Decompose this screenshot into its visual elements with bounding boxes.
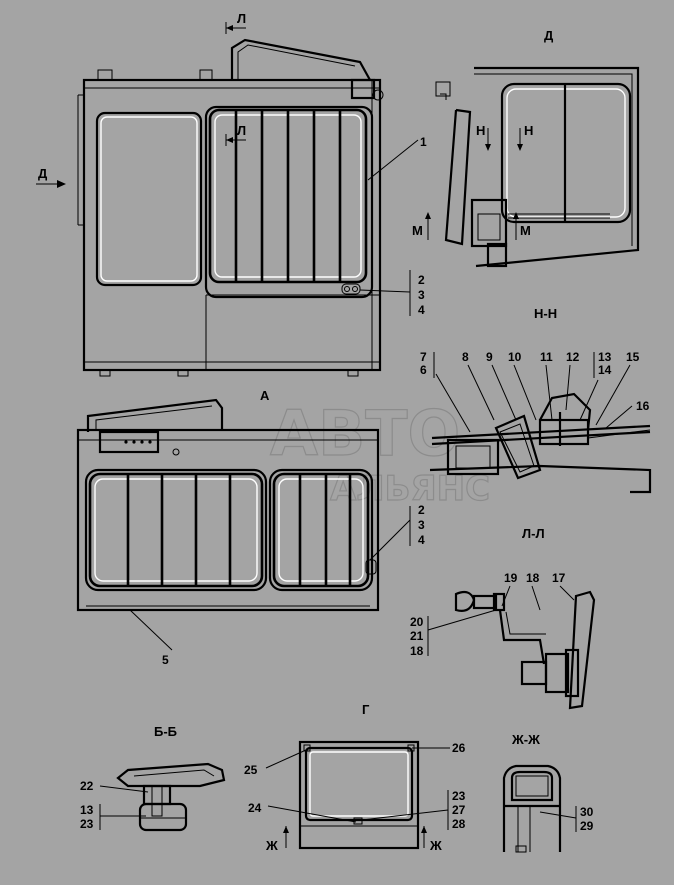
callout-1-label: 1 xyxy=(420,135,427,149)
callout-top-3: 3 xyxy=(418,288,425,302)
view-g: Г 25 26 24 23 27 28 Ж Ж xyxy=(244,702,466,853)
callout-mid-3: 3 xyxy=(418,518,425,532)
nn-6: 6 xyxy=(420,363,427,377)
g-26: 26 xyxy=(452,741,466,755)
view-g-title: Г xyxy=(362,702,370,717)
view-d-arrow: Д xyxy=(36,166,66,188)
nn-10: 10 xyxy=(508,350,522,364)
nn-8: 8 xyxy=(462,350,469,364)
nn-16: 16 xyxy=(636,399,650,413)
section-nn-title: Н-Н xyxy=(534,306,557,321)
ll-21: 21 xyxy=(410,629,424,643)
nn-11: 11 xyxy=(540,350,553,364)
cut-n-left: Н xyxy=(476,123,485,138)
section-nn: Н-Н 7 6 8 9 10 11 12 13 14 15 16 xyxy=(420,306,652,494)
ll-18: 18 xyxy=(526,571,540,585)
cut-m-left: М xyxy=(412,223,423,238)
ll-17: 17 xyxy=(552,571,566,585)
callout-5-label: 5 xyxy=(162,653,169,667)
callout-top-4: 4 xyxy=(418,303,425,317)
cabin-side-view xyxy=(77,38,384,377)
view-d-arrow-label: Д xyxy=(38,166,48,181)
g-24: 24 xyxy=(248,801,262,815)
nn-12: 12 xyxy=(566,350,580,364)
section-zhzh: Ж-Ж 30 29 xyxy=(502,732,594,853)
ll-20: 20 xyxy=(410,615,424,629)
cut-m-right: М xyxy=(520,223,531,238)
section-ll-title: Л-Л xyxy=(522,526,545,541)
nn-13: 13 xyxy=(598,350,612,364)
nn-15: 15 xyxy=(626,350,640,364)
callout-mid-2: 2 xyxy=(418,503,425,517)
section-bb: Б-Б 22 13 23 xyxy=(80,724,226,832)
section-ll: Л-Л 19 18 17 20 21 18 xyxy=(410,526,596,710)
g-28: 28 xyxy=(452,817,466,831)
zhzh-30: 30 xyxy=(580,805,594,819)
g-25: 25 xyxy=(244,763,258,777)
bb-22: 22 xyxy=(80,779,94,793)
callout-top-2: 2 xyxy=(418,273,425,287)
bb-13: 13 xyxy=(80,803,94,817)
callout-5: 5 xyxy=(129,609,173,667)
callout-group-top: 2 3 4 xyxy=(359,270,425,317)
cut-zh-right: Ж xyxy=(429,838,442,853)
ll-19: 19 xyxy=(504,571,518,585)
view-a-title: А xyxy=(260,388,270,403)
callout-group-mid: 2 3 4 xyxy=(369,503,425,561)
section-l-label-mid: Л xyxy=(237,123,246,138)
section-l-label-top: Л xyxy=(237,11,246,26)
cut-zh-left: Ж xyxy=(265,838,278,853)
bb-23: 23 xyxy=(80,817,94,831)
zhzh-29: 29 xyxy=(580,819,594,833)
callout-1: 1 xyxy=(367,135,427,181)
watermark-line1: АВТО xyxy=(270,397,460,470)
nn-14: 14 xyxy=(598,363,612,377)
nn-7: 7 xyxy=(420,350,427,364)
view-a: А xyxy=(76,388,380,612)
callout-mid-4: 4 xyxy=(418,533,425,547)
section-bb-title: Б-Б xyxy=(154,724,177,739)
nn-9: 9 xyxy=(486,350,493,364)
section-zhzh-title: Ж-Ж xyxy=(511,732,540,747)
g-27: 27 xyxy=(452,803,466,817)
view-d-title: Д xyxy=(544,28,554,43)
view-d: Д Н Н М М xyxy=(412,28,640,268)
section-l-marks: Л Л xyxy=(225,11,246,146)
cut-n-right: Н xyxy=(524,123,533,138)
ll-18b: 18 xyxy=(410,644,424,658)
watermark: АВТО АЛЬЯНС xyxy=(269,396,490,509)
g-23: 23 xyxy=(452,789,466,803)
